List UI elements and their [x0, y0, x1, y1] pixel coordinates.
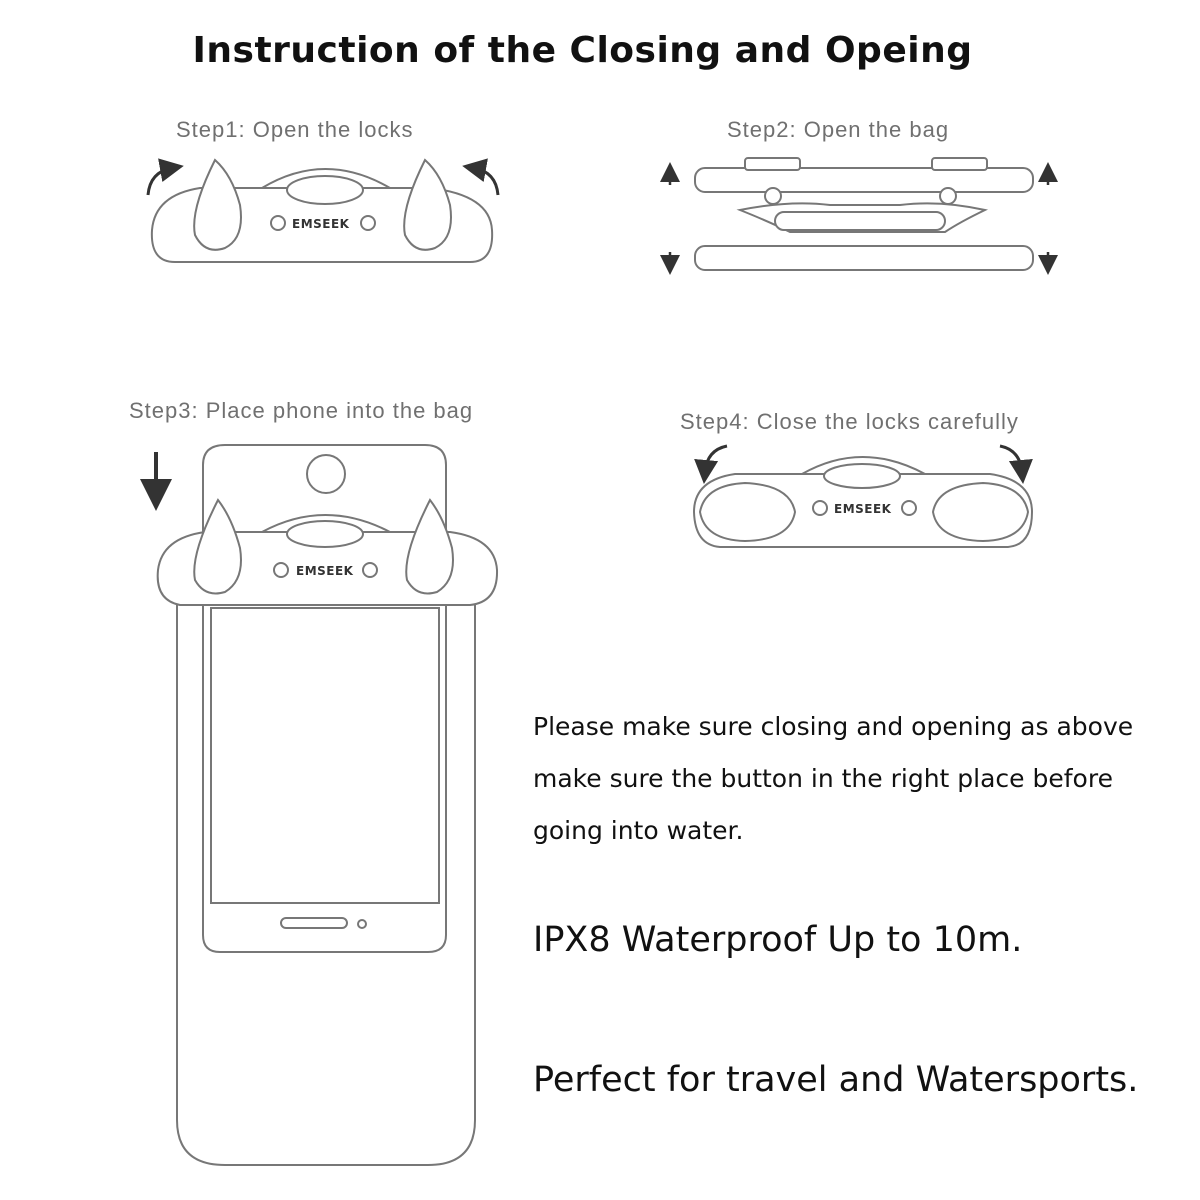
step2-illustration: [660, 157, 1058, 275]
right-lock-closed: [931, 481, 1030, 543]
left-lock-tab: [193, 158, 242, 251]
note-line-3: going into water.: [533, 816, 744, 845]
step2-label: Step2: Open the bag: [727, 117, 950, 142]
brand-logo-step1: EMSEEK: [292, 217, 350, 231]
step1-label: Step1: Open the locks: [176, 117, 414, 142]
step3-label: Step3: Place phone into the bag: [129, 398, 474, 423]
note-line-1: Please make sure closing and opening as …: [533, 712, 1134, 741]
feature-waterproof: IPX8 Waterproof Up to 10m.: [533, 920, 1023, 960]
phone-home-button: [280, 917, 348, 929]
step4-illustration: [692, 444, 1034, 548]
left-lock-closed: [698, 481, 797, 543]
feature-travel: Perfect for travel and Watersports.: [533, 1060, 1139, 1100]
center-bump: [261, 168, 391, 189]
brand-logo-step3: EMSEEK: [296, 564, 354, 578]
note-line-2: make sure the button in the right place …: [533, 764, 1113, 793]
right-lock-tab: [403, 158, 452, 251]
step3-illustration: [140, 444, 499, 1166]
diagram-title: Instruction of the Closing and Opeing: [192, 30, 973, 71]
brand-logo-step4: EMSEEK: [834, 502, 892, 516]
phone-screen: [210, 607, 440, 904]
step1-illustration: [146, 158, 500, 263]
phone-camera: [306, 454, 346, 494]
step4-label: Step4: Close the locks carefully: [680, 409, 1019, 434]
